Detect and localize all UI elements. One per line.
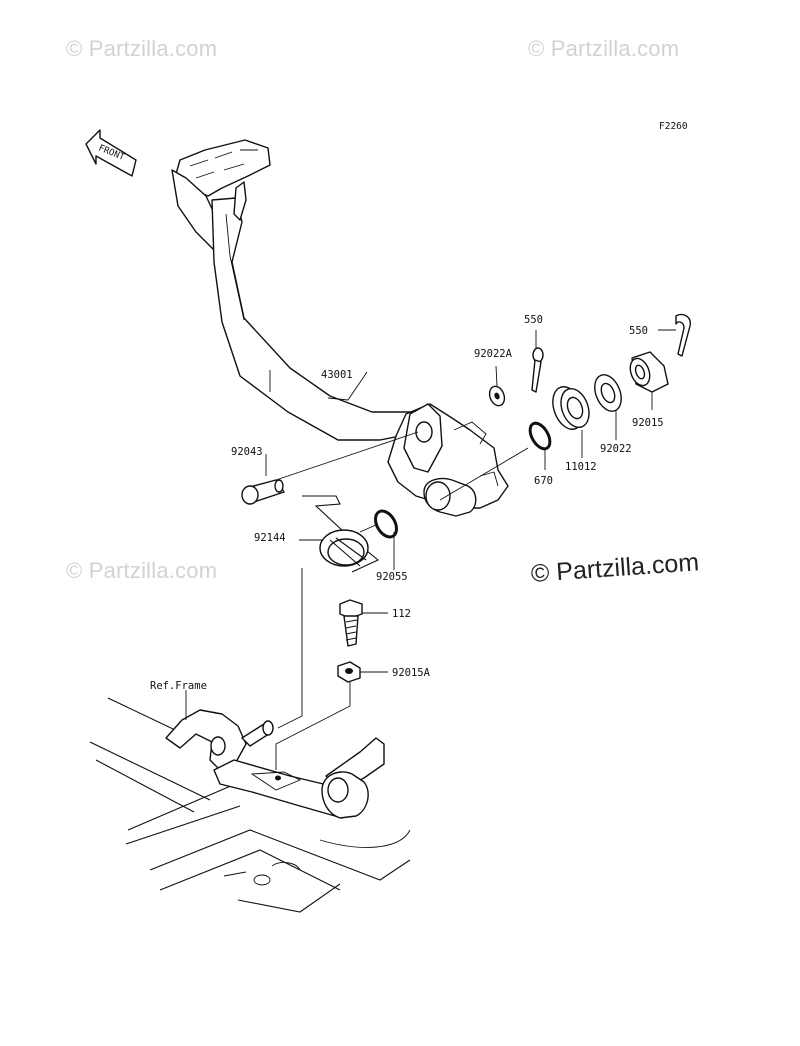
label-92022a: 92022A <box>474 348 513 360</box>
label-112: 112 <box>392 608 411 620</box>
cotter-pin-550-right-part <box>675 313 691 357</box>
label-550-left: 550 <box>524 314 543 326</box>
bolt-112-part <box>339 599 363 647</box>
label-92022: 92022 <box>600 443 632 455</box>
nut-92015a-part <box>337 661 361 683</box>
figure-code: F2260 <box>659 121 688 132</box>
pivot-pin-part <box>241 479 285 505</box>
front-arrow-icon: FRONT <box>85 129 137 177</box>
watermark-mid-left: © Partzilla.com <box>66 558 218 583</box>
label-92015a: 92015A <box>392 667 431 679</box>
watermark-top-left: © Partzilla.com <box>66 36 218 61</box>
washer-92022-part <box>594 374 622 412</box>
return-spring-part <box>302 495 380 573</box>
bearing-11012-part <box>552 386 590 430</box>
o-ring-670-part <box>528 421 552 451</box>
label-92043: 92043 <box>231 446 263 458</box>
label-92015: 92015 <box>632 417 664 429</box>
cotter-pin-550-left-part <box>531 347 544 393</box>
collar-nut-92015-part <box>629 351 669 393</box>
o-ring-92055-part <box>374 509 398 539</box>
label-ref-frame: Ref.Frame <box>150 680 207 692</box>
label-550-right: 550 <box>629 325 648 337</box>
leader-lines <box>185 329 676 770</box>
label-92055: 92055 <box>376 571 408 583</box>
label-11012: 11012 <box>565 461 597 473</box>
label-43001: 43001 <box>321 369 353 381</box>
washer-92022a-part <box>488 385 506 407</box>
watermark-top-right: © Partzilla.com <box>528 36 680 61</box>
brake-pedal-part <box>171 139 509 517</box>
label-92144: 92144 <box>254 532 286 544</box>
frame-reference-part <box>89 697 411 913</box>
label-670: 670 <box>534 475 553 487</box>
